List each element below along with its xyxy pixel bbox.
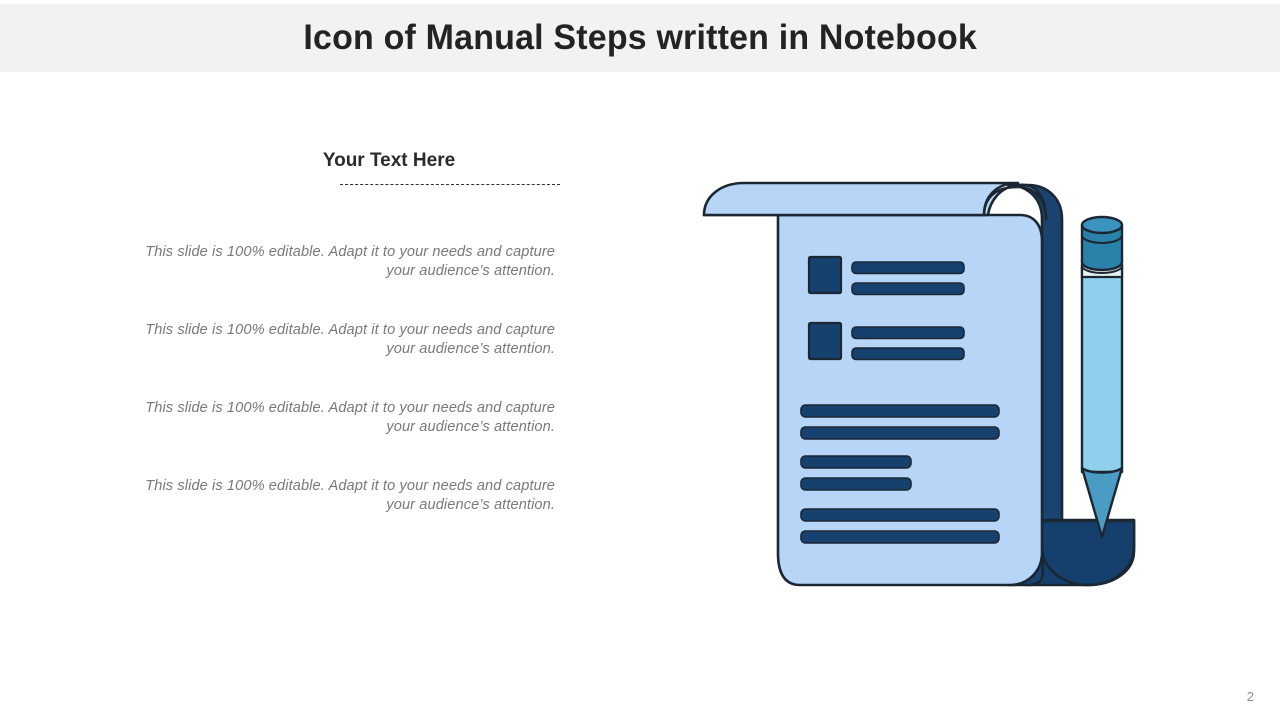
paragraph-list: This slide is 100% editable. Adapt it to…	[140, 243, 570, 515]
scroll-spine	[1006, 183, 1136, 587]
heading-divider	[340, 184, 560, 185]
header-band: Icon of Manual Steps written in Notebook	[0, 4, 1280, 72]
page-title: Icon of Manual Steps written in Notebook	[303, 18, 977, 57]
scroll-top-curl	[702, 181, 1048, 221]
list-item: This slide is 100% editable. Adapt it to…	[145, 400, 555, 435]
text-line-group	[800, 455, 912, 491]
list-item: This slide is 100% editable. Adapt it to…	[145, 322, 555, 357]
pencil-icon	[1080, 215, 1124, 539]
list-item: This slide is 100% editable. Adapt it to…	[145, 478, 555, 513]
notebook-scroll-with-pencil-icon	[690, 165, 1160, 625]
content-column: Your Text Here This slide is 100% editab…	[140, 150, 570, 515]
checklist-item	[807, 255, 965, 296]
text-line-group	[800, 404, 1000, 440]
checklist-item	[807, 321, 965, 361]
list-item: This slide is 100% editable. Adapt it to…	[145, 244, 555, 279]
section-heading: Your Text Here	[322, 150, 456, 171]
text-line-group	[800, 508, 1000, 544]
page-number: 2	[1246, 689, 1254, 704]
scroll-page	[776, 213, 1044, 587]
